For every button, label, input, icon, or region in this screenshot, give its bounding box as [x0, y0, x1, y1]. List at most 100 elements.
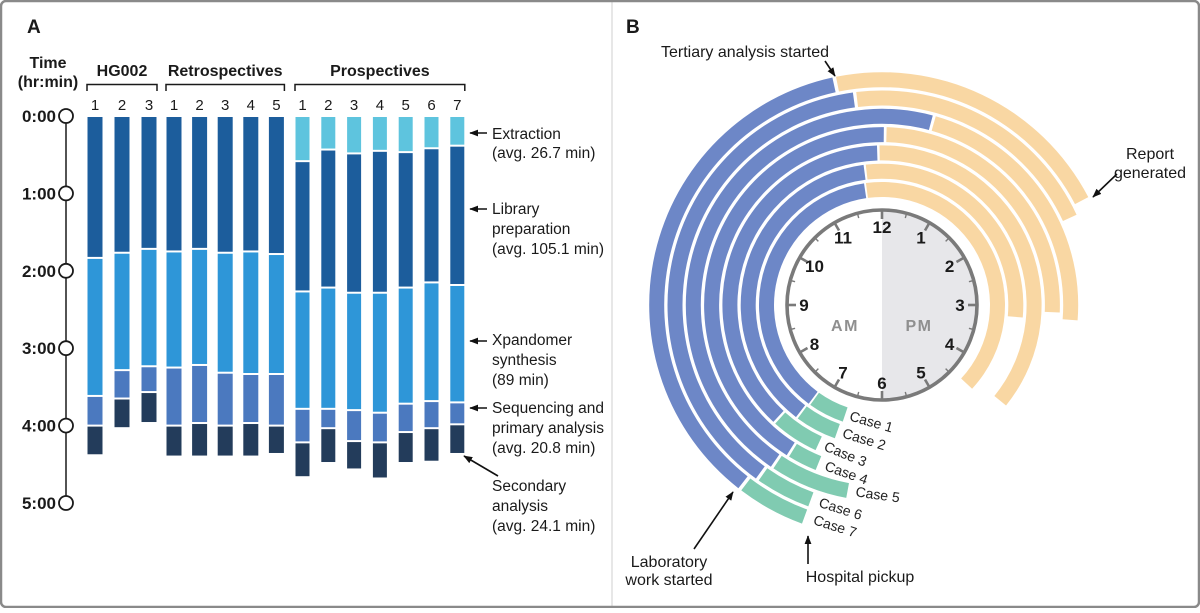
bar-segment-sequencing [449, 402, 466, 425]
bar-segment-sequencing [113, 370, 131, 399]
axis-tick-circle [58, 417, 74, 434]
clock-hour-tick [955, 256, 965, 264]
axis-tick-label: 0:00 [22, 107, 56, 126]
clock-number: 7 [838, 364, 847, 383]
bar-number: 4 [376, 97, 384, 114]
panel-a-letter: A [27, 17, 41, 38]
bar-segment-xpandomer [242, 251, 260, 374]
secondary-arrow [463, 455, 499, 477]
bar-segment-extraction [320, 116, 337, 150]
panel-b-letter: B [626, 17, 640, 38]
bar-segment-library [165, 116, 183, 252]
bar-number: 1 [91, 97, 99, 114]
bar-segment-secondary [267, 425, 285, 454]
report-generated-label-line2: generated [1114, 165, 1186, 182]
clock-hour-tick [955, 346, 965, 354]
clock-hour-tick [833, 222, 841, 232]
bar-segment-library [113, 116, 131, 253]
bar-number: 1 [170, 97, 178, 114]
legend-extraction-sub: (avg. 26.7 min) [492, 145, 595, 162]
time-axis-title-line2: (hr:min) [18, 74, 78, 91]
group-bracket [294, 83, 466, 91]
bar-segment-sequencing [242, 374, 260, 424]
bar-segment-library [320, 149, 337, 288]
bar-segment-xpandomer [191, 248, 209, 365]
bar-segment-sequencing [346, 410, 363, 442]
legend-xpandomer-sub: (89 min) [492, 372, 549, 389]
ring-segment-lab [759, 183, 867, 404]
axis-tick-label: 3:00 [22, 339, 56, 358]
legend-extraction-label: Extraction [492, 126, 561, 143]
clock-number: 5 [916, 364, 925, 383]
am-label: AM [831, 318, 859, 335]
bar-segment-sequencing [86, 395, 104, 426]
bar-segment-xpandomer [449, 284, 466, 403]
bar-segment-secondary [113, 398, 131, 429]
clock-number: 10 [805, 257, 824, 276]
ring-segment-pickup [810, 392, 848, 422]
legend-xpandomer-label1: Xpandomer [492, 332, 572, 349]
clock-hour-tick [799, 256, 809, 264]
bar-segment-secondary [449, 424, 466, 454]
ring-segment-pickup [775, 412, 822, 451]
bar-segment-secondary [371, 442, 388, 479]
bar-segment-sequencing [294, 408, 311, 443]
legend-secondary-label1: Secondary [492, 478, 566, 495]
bar-number: 1 [298, 97, 306, 114]
ring-segment-report [886, 127, 1060, 313]
bar-segment-library [216, 116, 234, 253]
ring-segment-report [865, 181, 1006, 389]
axis-tick-circle [58, 108, 74, 124]
ring-segment-lab [667, 92, 855, 479]
bar-segment-secondary [86, 425, 104, 456]
bar-segment-library [397, 152, 414, 288]
ring-segment-report [879, 145, 1042, 406]
axis-tick-circle [58, 185, 74, 202]
clock-hour-tick [923, 378, 931, 388]
ring-segment-pickup [797, 406, 840, 439]
ring-segment-report [856, 90, 1077, 222]
ring-segment-lab [722, 145, 878, 422]
bar-segment-library [449, 145, 466, 285]
bar-segment-sequencing [140, 366, 158, 393]
legend-secondary-sub: (avg. 24.1 min) [492, 518, 595, 535]
bar-segment-extraction [423, 116, 440, 149]
bar-number: 5 [402, 97, 410, 114]
clock-rim [785, 208, 979, 402]
bar-segment-xpandomer [346, 292, 363, 411]
pm-label: PM [906, 318, 933, 335]
bar-segment-secondary [397, 432, 414, 464]
bar-segment-extraction [294, 116, 311, 162]
bar-segment-secondary [294, 442, 311, 478]
bar-number: 3 [221, 97, 229, 114]
bar-segment-secondary [242, 423, 260, 457]
clock-number: 2 [945, 257, 954, 276]
bar-segment-library [294, 161, 311, 292]
bar-segment-library [191, 116, 209, 249]
axis-tick-label: 4:00 [22, 417, 56, 436]
clock-number: 9 [799, 296, 808, 315]
bar-number: 4 [247, 97, 255, 114]
bar-number: 7 [453, 97, 461, 114]
tertiary-analysis-label: Tertiary analysis started [661, 44, 829, 61]
clock-pm-half [882, 210, 977, 400]
bar-segment-extraction [397, 116, 414, 153]
axis-tick-label: 1:00 [22, 184, 56, 203]
bar-segment-secondary [320, 428, 337, 464]
clock-number: 1 [916, 228, 925, 247]
clock-number: 8 [810, 335, 819, 354]
clock-number: 6 [877, 374, 886, 393]
laboratory-arrow [693, 491, 734, 550]
bar-segment-secondary [346, 441, 363, 470]
bar-segment-library [423, 148, 440, 283]
group-label: HG002 [97, 63, 148, 80]
bar-segment-library [371, 150, 388, 293]
bar-segment-sequencing [216, 372, 234, 426]
legend-secondary-label2: analysis [492, 498, 548, 515]
bar-segment-secondary [423, 428, 440, 462]
clock-hour-tick [799, 346, 809, 354]
bar-segment-xpandomer [423, 282, 440, 402]
